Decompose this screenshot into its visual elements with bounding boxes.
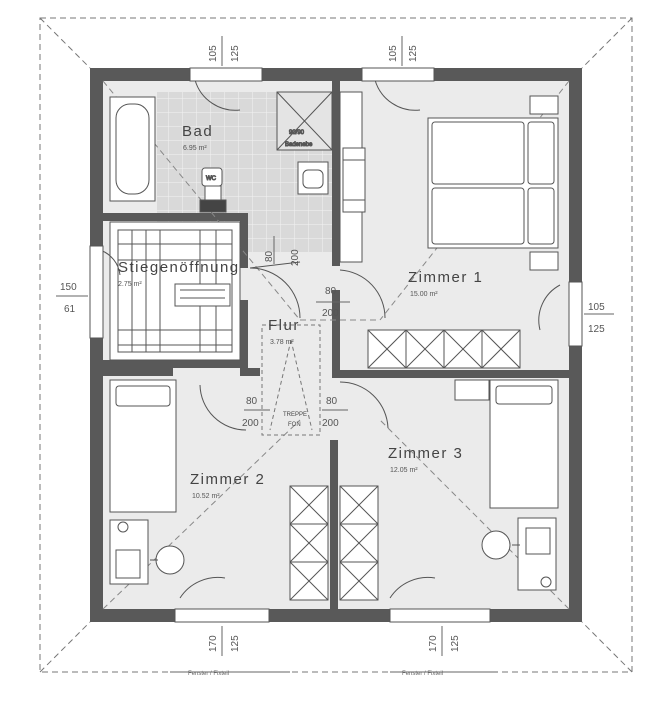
staircase <box>109 221 241 361</box>
window-left-height: 61 <box>64 304 76 315</box>
room-area-stair: 2.75 m² <box>118 281 142 288</box>
wardrobe-zimmer1-horizontal <box>367 329 521 369</box>
shower-size-label: 90/90 <box>289 130 305 136</box>
door-bad-width: 80 <box>264 250 275 262</box>
door-zimmer3-height: 200 <box>322 418 339 429</box>
room-area-zimmer2: 10.52 m² <box>192 493 220 500</box>
stair-opening: TREPPE FON <box>261 324 321 436</box>
room-name-zimmer1: Zimmer 1 <box>408 269 483 286</box>
room-name-zimmer2: Zimmer 2 <box>190 471 265 488</box>
door-zimmer3-width: 80 <box>326 396 338 407</box>
window-bottom-left-height: 125 <box>230 635 241 652</box>
footer-note-left: Fenster / Fixteil <box>188 671 229 677</box>
window-top-left-width: 105 <box>208 45 219 62</box>
toilet: WC <box>199 167 227 213</box>
wc-label: WC <box>206 176 217 182</box>
single-bed-zimmer3 <box>454 379 559 509</box>
single-bed-zimmer2 <box>109 379 177 513</box>
washbasin <box>297 161 329 195</box>
window-top-left-height: 125 <box>230 45 241 62</box>
window-top-right-width: 105 <box>388 45 399 62</box>
window-left-width: 150 <box>60 282 77 293</box>
window-top-right-height: 125 <box>408 45 419 62</box>
windows <box>89 67 583 623</box>
room-area-flur: 3.78 m² <box>270 339 294 346</box>
roof-outline <box>39 17 633 673</box>
room-name-bad: Bad <box>182 123 213 140</box>
wardrobe-zimmer2 <box>289 485 329 601</box>
window-bottom-right-height: 125 <box>450 635 461 652</box>
room-name-stair: Stiegenöffnung <box>118 259 240 276</box>
room-name-zimmer3: Zimmer 3 <box>388 445 463 462</box>
window-bottom-left-width: 170 <box>208 635 219 652</box>
door-zimmer2-height: 200 <box>242 418 259 429</box>
window-right-width: 105 <box>588 302 605 313</box>
stair-note: TREPPE <box>283 412 307 418</box>
dimension-lines <box>56 36 614 673</box>
bathtub <box>109 96 156 202</box>
room-area-zimmer1: 15.00 m² <box>410 291 438 298</box>
window-bottom-right-width: 170 <box>428 635 439 652</box>
door-zimmer1-width: 80 <box>325 286 337 297</box>
door-zimmer2-width: 80 <box>246 396 258 407</box>
interior-walls <box>103 81 569 609</box>
door-swings <box>99 79 561 599</box>
door-bad-height: 200 <box>290 249 301 266</box>
shower: 90/90 Badenebe <box>276 91 333 151</box>
stair-note-2: FON <box>288 422 301 428</box>
footer-note-right: Fenster / Fixteil <box>402 671 443 677</box>
shower-sub-label: Badenebe <box>285 142 313 148</box>
desk-zimmer2 <box>109 519 185 585</box>
bathroom-floor-lower <box>245 200 332 252</box>
wardrobe-zimmer3 <box>339 485 379 601</box>
wardrobe-zimmer1-vertical <box>339 91 366 263</box>
double-bed <box>427 95 559 271</box>
room-area-zimmer3: 12.05 m² <box>390 467 418 474</box>
room-area-bad: 6.95 m² <box>183 145 207 152</box>
room-name-flur: Flur <box>268 317 300 334</box>
desk-zimmer3 <box>481 517 557 591</box>
window-right-height: 125 <box>588 324 605 335</box>
door-zimmer1-height: 200 <box>322 308 339 319</box>
